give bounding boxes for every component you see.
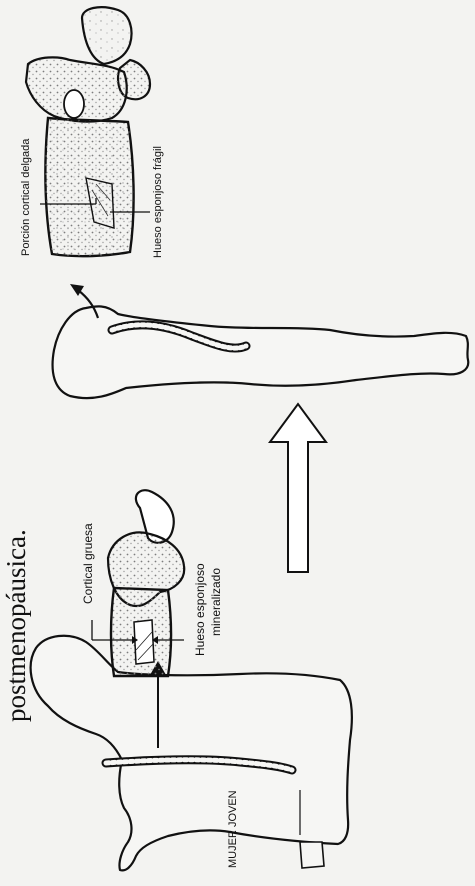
old-woman-silhouette xyxy=(53,306,469,398)
old-trabecular-label: Hueso esponjoso frágil xyxy=(152,146,164,258)
young-woman-label: MUJER JOVEN xyxy=(227,790,239,868)
young-woman-silhouette xyxy=(31,636,352,871)
young-arm xyxy=(300,842,324,868)
young-vertebra xyxy=(92,490,184,676)
young-trabecular-label-line2: mineralizado xyxy=(210,568,223,636)
caption-fragment: postmenopáusica. xyxy=(2,529,30,722)
young-trabecular-label-line1: Hueso esponjoso xyxy=(194,563,207,656)
progression-arrow xyxy=(270,404,326,572)
young-cortical-label: Cortical gruesa xyxy=(82,523,95,604)
old-cortical-label: Porción cortical delgada xyxy=(20,139,32,256)
old-vertebra xyxy=(26,7,150,256)
